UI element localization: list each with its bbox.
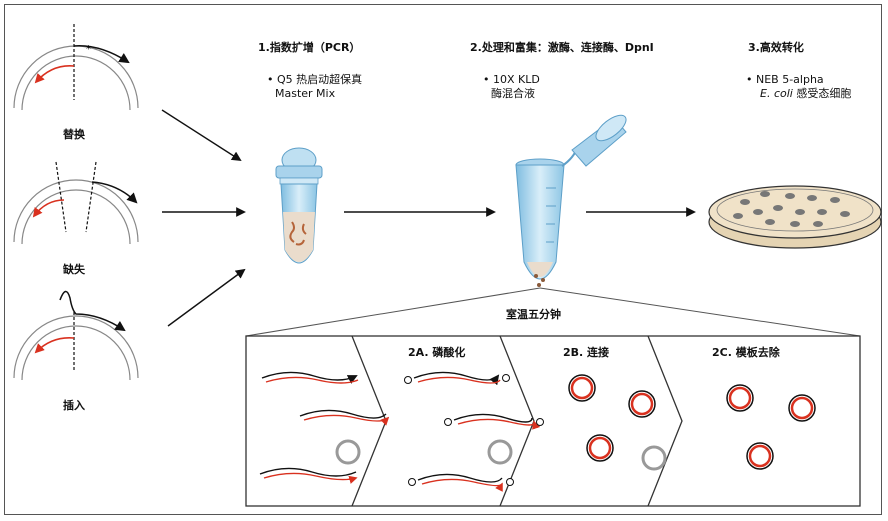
kld-tube — [515, 114, 627, 287]
step1-bullet1: • Q5 热启动超保真 — [267, 73, 363, 86]
step3-bullet2-rest: 感受态细胞 — [792, 87, 852, 100]
arrow-insertion-to-pcr — [167, 268, 246, 327]
substep-2b-label: 2B. 连接 — [563, 346, 610, 359]
linear-products — [259, 371, 390, 484]
process-panel — [245, 335, 861, 507]
petri-dish — [708, 185, 882, 249]
arrow-substitution-to-pcr — [161, 109, 242, 162]
step3-bullet2: E. coli 感受态细胞 — [760, 87, 851, 100]
step2-bullet2: 酶混合液 — [491, 87, 535, 100]
figure-frame — [4, 4, 882, 515]
insertion-label: 插入 — [63, 399, 85, 412]
step2-bullet1: • 10X KLD — [483, 73, 540, 86]
step2-title: 2.处理和富集：激酶、连接酶、DpnI — [470, 41, 654, 54]
purified-plasmids — [726, 384, 816, 470]
step3-title: 3.高效转化 — [748, 41, 804, 54]
deletion-plasmid — [13, 161, 139, 245]
pcr-tube — [275, 147, 323, 264]
step3-bullet2-italic: E. coli — [760, 87, 793, 100]
substep-2c-label: 2C. 模板去除 — [712, 346, 780, 359]
svg-text:*: * — [86, 44, 91, 55]
insertion-plasmid — [13, 290, 139, 381]
step1-bullet2: Master Mix — [275, 87, 336, 100]
incubation-label: 室温五分钟 — [506, 308, 561, 321]
step3-bullet1: • NEB 5-alpha — [746, 73, 824, 86]
ligated-plasmids — [568, 374, 667, 471]
substitution-label: 替换 — [63, 128, 85, 141]
phosphorylated-products — [404, 371, 544, 492]
step1-title: 1.指数扩增（PCR） — [258, 41, 361, 54]
deletion-label: 缺失 — [63, 263, 85, 276]
substep-2a-label: 2A. 磷酸化 — [408, 346, 466, 359]
substitution-plasmid: * — [13, 24, 139, 111]
